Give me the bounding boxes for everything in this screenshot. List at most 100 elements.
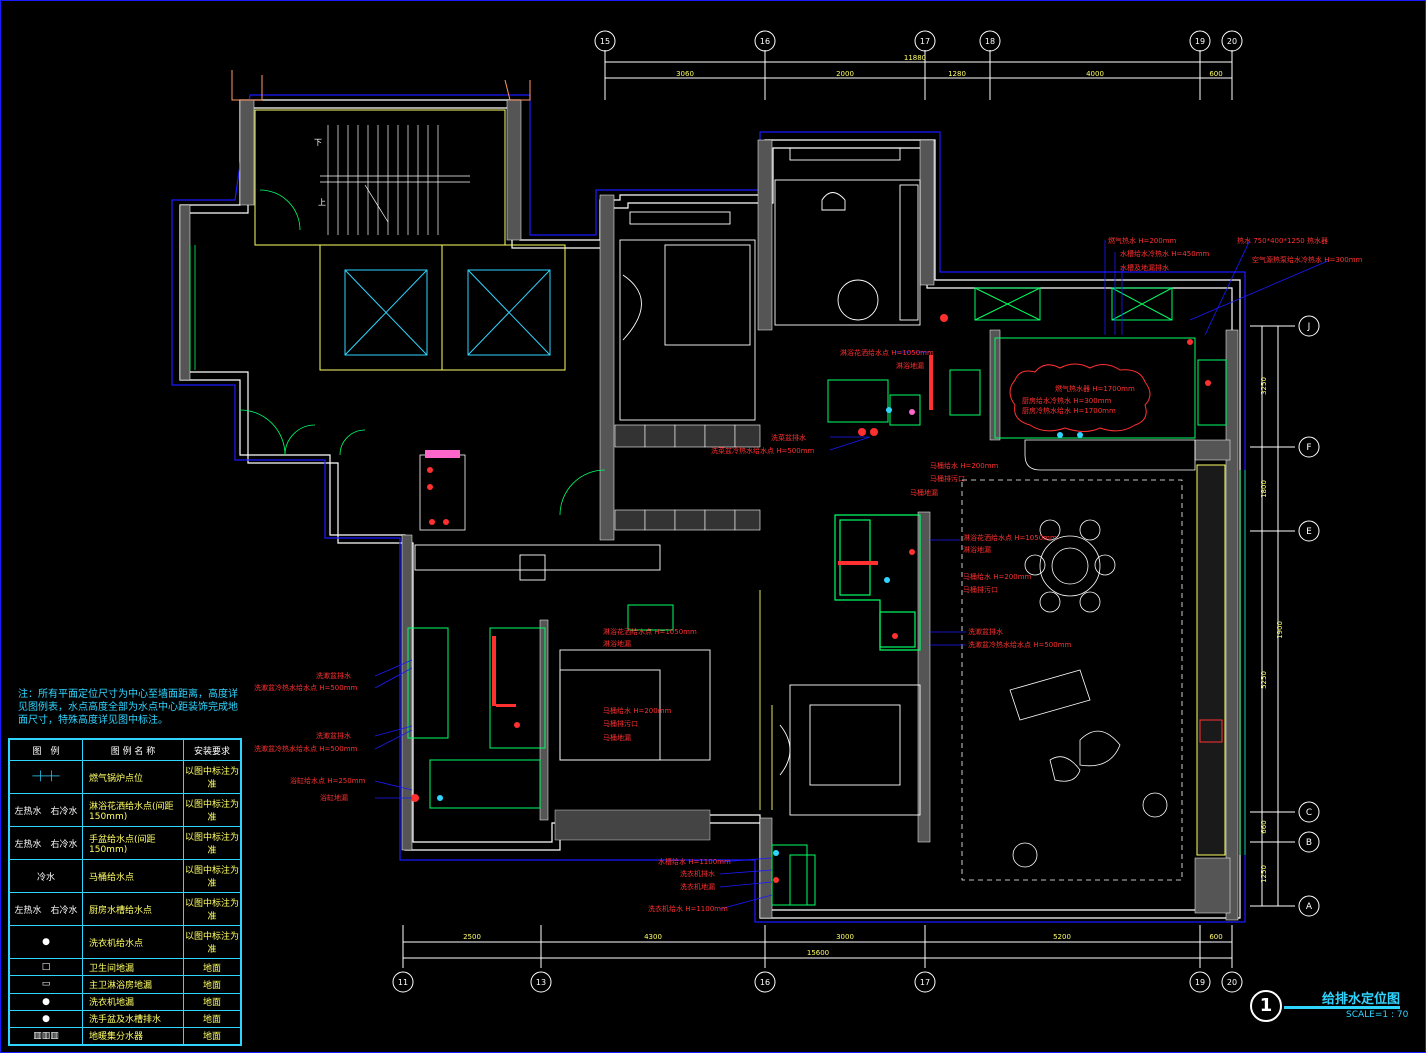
title-underline [1284, 1006, 1400, 1009]
axis-right-C: C [1306, 808, 1312, 818]
callout-k5: 厨房冷热水给水 H=1700mm [1022, 406, 1116, 415]
callout-w3: 洗衣机地漏 [680, 882, 715, 891]
legend-row: ▥▥▥ 地暖集分水器 地面 [9, 1026, 241, 1046]
top-dim-texts: 11880 3060 2000 1280 4000 600 [676, 54, 1223, 78]
legend-req: 地面 [183, 1009, 241, 1028]
right-axis-labels: J F E C B A [1306, 322, 1313, 912]
legend-row: 左热水 右冷水 厨房水槽给水点 以图中标注为准 [9, 892, 241, 927]
axis-top-17: 17 [920, 37, 930, 46]
drawing-number: 1 [1250, 990, 1282, 1022]
bottom-dim-2: 4300 [644, 933, 662, 941]
legend-name: 洗衣机给水点 [82, 925, 184, 960]
callout-b1: 淋浴花洒给水点 H=1050mm [603, 627, 697, 636]
top-dimension-lines [604, 50, 1233, 100]
callout-m2: 洗菜盆冷热水给水点 H=500mm [711, 446, 815, 455]
callout-l2: 洗漱盆冷热水给水点 H=500mm [254, 683, 358, 692]
legend-row: ▭ 主卫淋浴房地漏 地面 [9, 975, 241, 994]
legend-row: 冷水 马桶给水点 以图中标注为准 [9, 859, 241, 894]
legend-symbol: 左热水 右冷水 [9, 793, 83, 828]
elevator-shafts [344, 269, 551, 356]
callout-e2: 淋浴地漏 [963, 545, 991, 554]
leader-lines [374, 239, 1331, 910]
legend-name: 主卫淋浴房地漏 [82, 975, 184, 994]
legend-row: ● 洗手盆及水槽排水 地面 [9, 1009, 241, 1028]
bedroom-upper-middle [619, 211, 756, 421]
bottom-dim-4: 5200 [1053, 933, 1071, 941]
legend-header-name: 图 例 名 称 [82, 739, 184, 761]
axis-bottom-13: 13 [536, 978, 546, 987]
axis-bottom-20: 20 [1227, 978, 1237, 987]
bottom-dim-1: 2500 [463, 933, 481, 941]
bottom-dim-5: 600 [1209, 933, 1222, 941]
study-room [774, 147, 921, 326]
callout-t1: 燃气热水 H=200mm [1108, 236, 1177, 245]
top-dim-3: 1280 [948, 70, 966, 78]
title-block: 1 给排水定位图 SCALE=1 : 70 [1250, 988, 1422, 1028]
building-outline [171, 94, 1246, 923]
lower-left-suite [414, 544, 711, 761]
legend-header-requirement: 安装要求 [183, 739, 241, 761]
legend-name: 手盆给水点(间距150mm) [82, 826, 184, 861]
axis-bottom-17: 17 [920, 978, 930, 987]
revision-cloud [1009, 363, 1151, 432]
axis-bottom-11: 11 [398, 978, 408, 987]
legend-name: 地暖集分水器 [82, 1026, 184, 1046]
living-dining [961, 479, 1183, 881]
pipe-shaft [419, 450, 466, 531]
callout-m3: 马桶给水 H=200mm [930, 461, 999, 470]
right-dim-2: 1800 [1260, 480, 1268, 498]
callout-b3: 马桶给水 H=200mm [603, 706, 672, 715]
upper-bathroom [827, 369, 981, 426]
dining-counter [1024, 439, 1196, 471]
axis-right-J: J [1307, 322, 1311, 332]
legend-row: ● 洗衣机地漏 地面 [9, 992, 241, 1011]
glazing-right [1239, 470, 1246, 855]
callout-b2: 淋浴地漏 [603, 639, 631, 648]
callout-e6: 洗漱盆冷热水给水点 H=500mm [968, 640, 1072, 649]
legend-req: 以图中标注为准 [183, 793, 241, 828]
stair-treads [320, 125, 470, 235]
bottom-total-dim: 15600 [807, 949, 829, 957]
right-dim-1: 3250 [1260, 377, 1268, 395]
master-bedroom [779, 684, 921, 816]
axis-top-18: 18 [985, 37, 995, 46]
bottom-dim-texts: 2500 4300 3000 5200 600 15600 [463, 933, 1223, 957]
legend-name: 燃气锅炉点位 [82, 759, 184, 795]
legend-req: 地面 [183, 975, 241, 994]
right-dim-4: 5250 [1260, 671, 1268, 689]
master-doors [759, 590, 773, 810]
legend-symbol: 左热水 右冷水 [9, 826, 83, 861]
callout-e5: 洗漱盆排水 [968, 627, 1003, 636]
legend-header-symbol: 图 例 [9, 739, 83, 761]
callout-t2: 水槽给水冷热水 H=450mm [1120, 249, 1210, 258]
callout-l1: 洗漱盆排水 [316, 671, 351, 680]
callout-m5: 马桶地漏 [910, 488, 938, 497]
right-dim-6: 1250 [1260, 865, 1268, 883]
linear-drain-icon: ▭ [9, 975, 83, 994]
callout-t5: 空气源热泵给水冷热水 H=300mm [1252, 255, 1363, 264]
legend-req: 地面 [183, 1026, 241, 1046]
callout-k2: 淋浴地漏 [896, 361, 924, 370]
legend-row: ─┼─┼─ 燃气锅炉点位 以图中标注为准 [9, 759, 241, 795]
right-axis-bubbles [1298, 315, 1320, 917]
roof-marks [231, 70, 531, 101]
legend-name: 厨房水槽给水点 [82, 892, 184, 927]
axis-top-15: 15 [600, 37, 610, 46]
legend-name: 洗手盆及水槽排水 [82, 1009, 184, 1028]
wardrobe-row [614, 424, 761, 531]
bottom-axis-labels: 11 13 16 17 19 20 [398, 978, 1237, 987]
legend-row: 左热水 右冷水 手盆给水点(间距150mm) 以图中标注为准 [9, 826, 241, 861]
callout-b5: 马桶地漏 [603, 733, 631, 742]
legend-symbol: 冷水 [9, 859, 83, 894]
lower-shower-drain-2 [496, 704, 516, 707]
lower-window-sill [554, 809, 711, 841]
manifold-box [1199, 719, 1223, 743]
shower-drain-channel [929, 355, 933, 410]
bottom-dim-3: 3000 [836, 933, 854, 941]
top-dim-4: 4000 [1086, 70, 1104, 78]
callout-l6: 浴缸地漏 [320, 793, 348, 802]
axis-right-B: B [1306, 838, 1312, 848]
callout-e3: 马桶给水 H=200mm [963, 572, 1032, 581]
callout-k1: 淋浴花洒给水点 H=1050mm [840, 348, 934, 357]
